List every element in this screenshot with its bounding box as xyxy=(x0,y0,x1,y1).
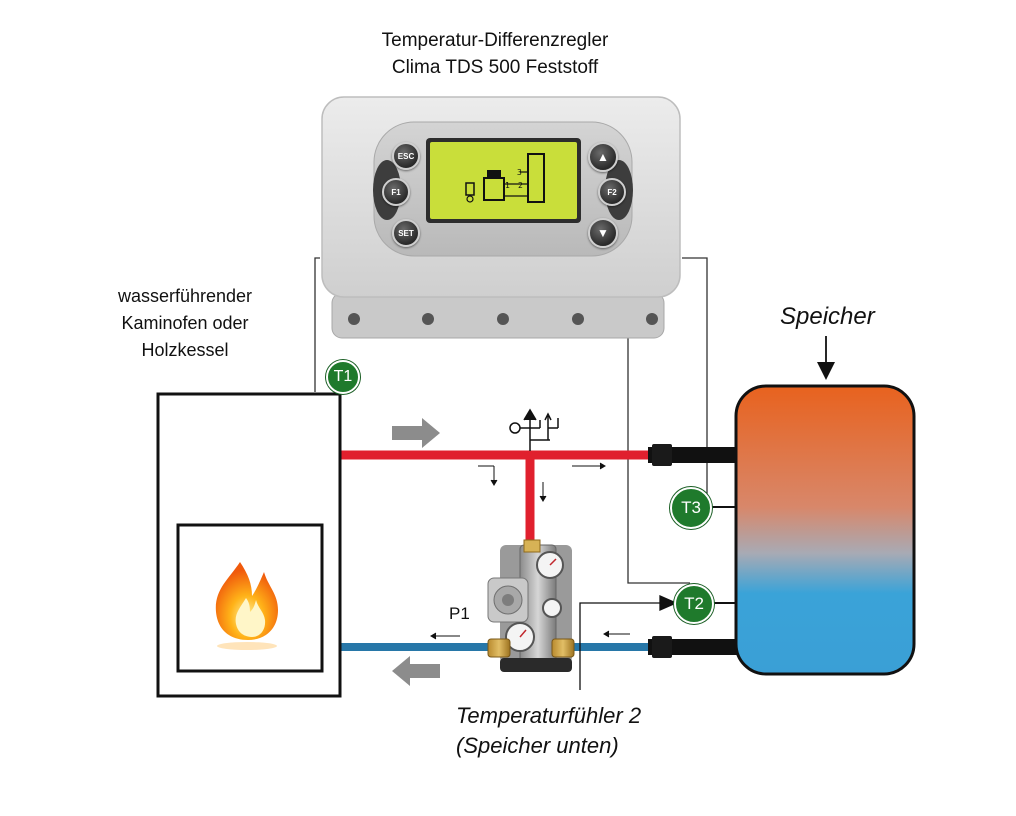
safety-valve-icon xyxy=(509,408,559,451)
esc-button-label: ESC xyxy=(397,151,415,161)
supply-flow-arrow xyxy=(392,418,440,448)
return-flow-arrow xyxy=(392,656,440,686)
speicher-pointer xyxy=(817,336,835,380)
bracket-screw xyxy=(646,313,658,325)
sensor-t3: T3 xyxy=(670,487,712,529)
flame-icon xyxy=(215,562,278,650)
wood-stove xyxy=(156,392,342,698)
wire-t3 xyxy=(682,257,708,498)
esc-button[interactable]: ESC xyxy=(392,142,420,170)
sensor-t1: T1 xyxy=(326,360,360,394)
display-pump-icon xyxy=(465,182,475,196)
storage-label: Speicher xyxy=(780,303,875,330)
sensor-t2: T2 xyxy=(674,584,714,624)
stove-label-line3: Holzkessel xyxy=(141,340,229,360)
display-label-2: 2 xyxy=(518,181,523,190)
arrow-down-icon: ▼ xyxy=(597,226,609,240)
set-button-label: SET xyxy=(398,228,414,238)
pump-fitting-right xyxy=(551,638,575,658)
set-button[interactable]: SET xyxy=(392,219,420,247)
bracket-screw xyxy=(422,313,434,325)
controller-model: Clima TDS 500 Feststoff xyxy=(391,57,599,78)
stove-label-line2: Kaminofen oder xyxy=(121,313,249,333)
storage-tank xyxy=(734,384,916,676)
controller-title: Temperatur-Differenzregler xyxy=(381,30,609,51)
display-tank-icon xyxy=(527,153,545,203)
wire-t2 xyxy=(627,330,690,584)
bracket-screw xyxy=(572,313,584,325)
lcd-display xyxy=(426,138,581,223)
pump-fitting-left xyxy=(487,638,511,658)
controller-bracket xyxy=(331,292,665,339)
arrow-up-icon: ▲ xyxy=(597,150,609,164)
flow-arrows xyxy=(392,418,630,686)
bracket-screw xyxy=(348,313,360,325)
pump-label: P1 xyxy=(449,604,470,623)
down-button[interactable]: ▼ xyxy=(588,218,618,248)
sensor-note-line1: Temperaturfühler 2 xyxy=(456,703,642,728)
sensor-probes xyxy=(707,506,736,604)
f2-button[interactable]: F2 xyxy=(598,178,626,206)
sensor-wires xyxy=(314,257,708,584)
wire-t1 xyxy=(314,257,320,392)
stove-label-line1: wasserführender xyxy=(117,286,253,306)
pump-group xyxy=(487,539,575,672)
f1-button-label: F1 xyxy=(391,187,401,197)
display-label-3: 3 xyxy=(517,168,522,177)
up-button[interactable]: ▲ xyxy=(588,142,618,172)
sensor-note-pointer xyxy=(579,595,678,690)
f2-button-label: F2 xyxy=(607,187,617,197)
bracket-screw xyxy=(497,313,509,325)
display-label-1: 1 xyxy=(505,181,510,190)
sensor-note-line2: (Speicher unten) xyxy=(456,733,619,758)
f1-button[interactable]: F1 xyxy=(382,178,410,206)
